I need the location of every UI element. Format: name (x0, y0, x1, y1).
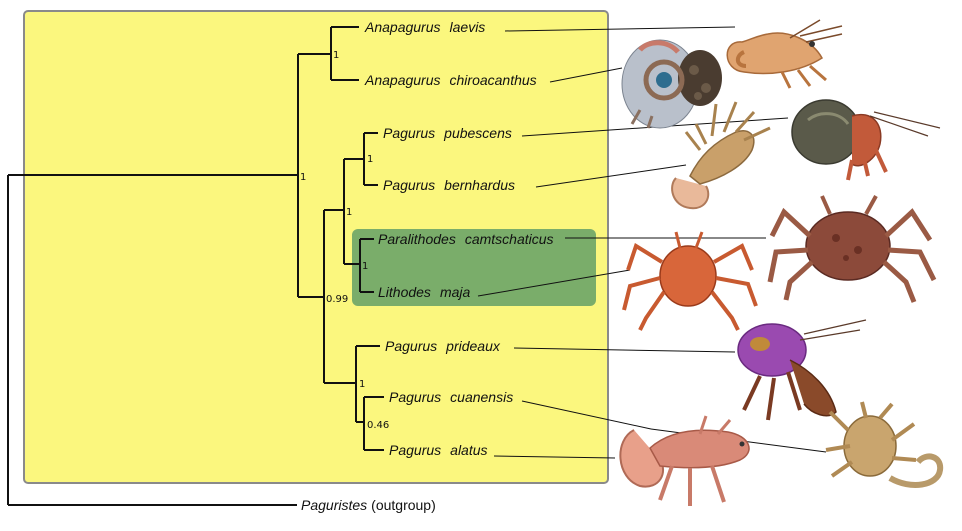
support-prideaux-group: 1 (359, 379, 365, 390)
support-pagurus-lithodid: 1 (346, 207, 352, 218)
photo-anapagurus-chiroacanthus (622, 40, 722, 128)
photo-pagurus-pubescens (792, 100, 940, 180)
support-ingroup-root: 1 (300, 172, 306, 183)
photo-pagurus-alatus (620, 416, 749, 506)
photo-anapagurus-laevis (727, 20, 842, 88)
support-lithodid: 1 (362, 261, 368, 272)
support-cuan-alatus: 0.46 (367, 420, 389, 431)
label-outgroup: Paguristes(outgroup) (301, 497, 436, 513)
photo-pagurus-prideaux (738, 320, 866, 420)
photo-lithodes-maja (624, 232, 756, 330)
photo-paralithodes (770, 196, 934, 302)
support-anapagurus: 1 (333, 50, 339, 61)
support-pub-bern: 1 (367, 154, 373, 165)
photo-pagurus-bernhardus (672, 102, 770, 208)
support-main-pagurus: 0.99 (326, 294, 348, 305)
photo-pagurus-cuanensis (826, 402, 940, 485)
